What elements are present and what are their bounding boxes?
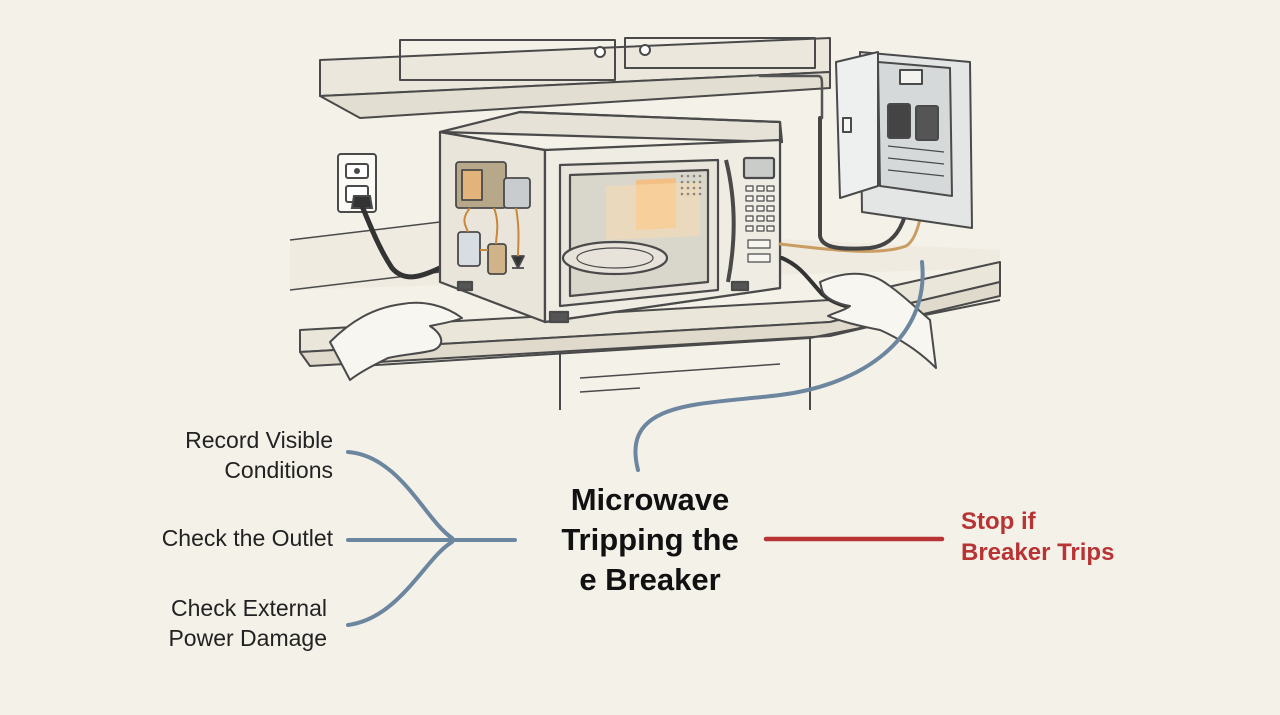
branch-text-line: Check External [171,595,327,621]
center-topic: Microwave Tripping the e Breaker [520,480,780,600]
warning-stop-if-breaker-trips: Stop if Breaker Trips [961,506,1114,568]
branch-check-external-power-damage: Check External Power Damage [168,593,327,653]
branch-text-line: Power Damage [168,625,327,651]
warning-text-line: Breaker Trips [961,539,1115,566]
internal-components [455,161,531,275]
branch-text-line: Record Visible [185,427,333,453]
branch-check-the-outlet: Check the Outlet [162,523,333,553]
connector-check-external-power-damage [346,540,454,627]
wall-outlet [337,153,447,280]
connector-illustration [633,260,925,472]
center-topic-line: e Breaker [579,562,721,597]
center-topic-line: Microwave [570,482,730,517]
breaker-panel [835,51,973,229]
center-topic-line: Tripping the [561,522,739,557]
branch-text-line: Check the Outlet [161,525,333,551]
hands [329,272,937,381]
branch-record-visible-conditions: Record Visible Conditions [185,425,333,485]
warning-text-line: Stop if [961,508,1036,535]
microwave [438,110,784,324]
connector-lines [346,260,925,627]
upper-cabinets [319,37,831,119]
connector-record-visible-conditions [346,450,454,540]
branch-text-line: Conditions [224,457,333,483]
